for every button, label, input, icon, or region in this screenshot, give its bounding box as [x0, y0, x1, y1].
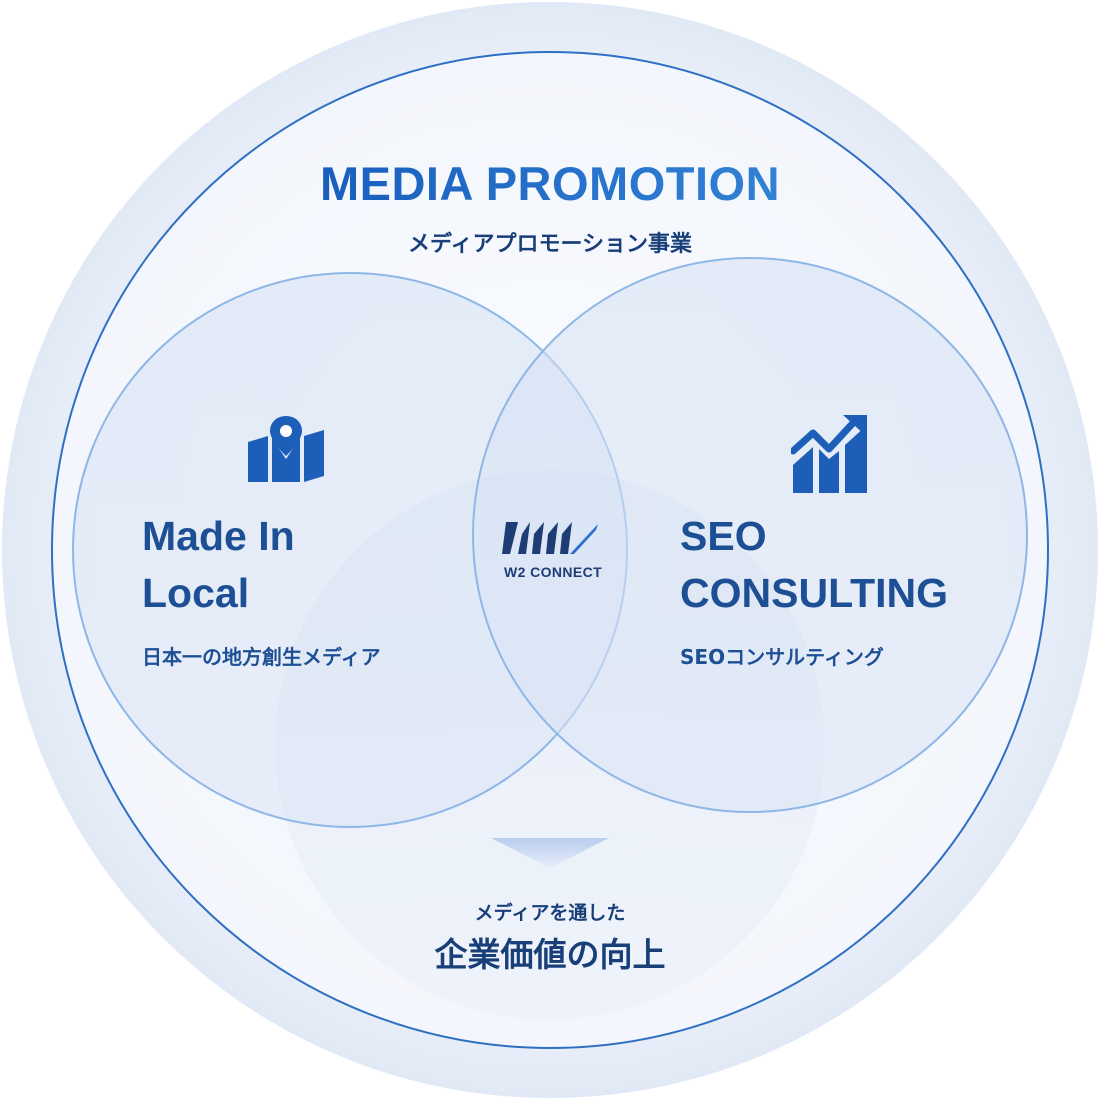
right-circle-description: SEOコンサルティング	[680, 645, 884, 669]
left-circle-title-line1: Made In	[142, 513, 295, 559]
right-circle-title: SEO CONSULTING	[680, 508, 948, 622]
right-circle-title-line1: SEO	[680, 513, 767, 559]
right-circle	[472, 257, 1028, 813]
diagram-title: MEDIA PROMOTION	[0, 156, 1100, 211]
growth-chart-icon	[791, 415, 867, 493]
right-circle-title-line2: CONSULTING	[680, 570, 949, 616]
down-arrow	[491, 838, 609, 868]
map-pin-icon	[248, 416, 324, 482]
outcome-caption: メディアを通した	[474, 902, 626, 924]
diagram-subtitle: メディアプロモーション事業	[407, 232, 693, 257]
w2-connect-logo-text: W2 CONNECT	[504, 564, 603, 580]
outcome-headline: 企業価値の向上	[434, 935, 666, 974]
left-circle-title: Made In Local	[142, 508, 295, 622]
w2-connect-logo-mark	[502, 522, 598, 554]
left-circle-description: 日本一の地方創生メディア	[142, 645, 381, 669]
left-circle-title-line2: Local	[142, 570, 250, 616]
